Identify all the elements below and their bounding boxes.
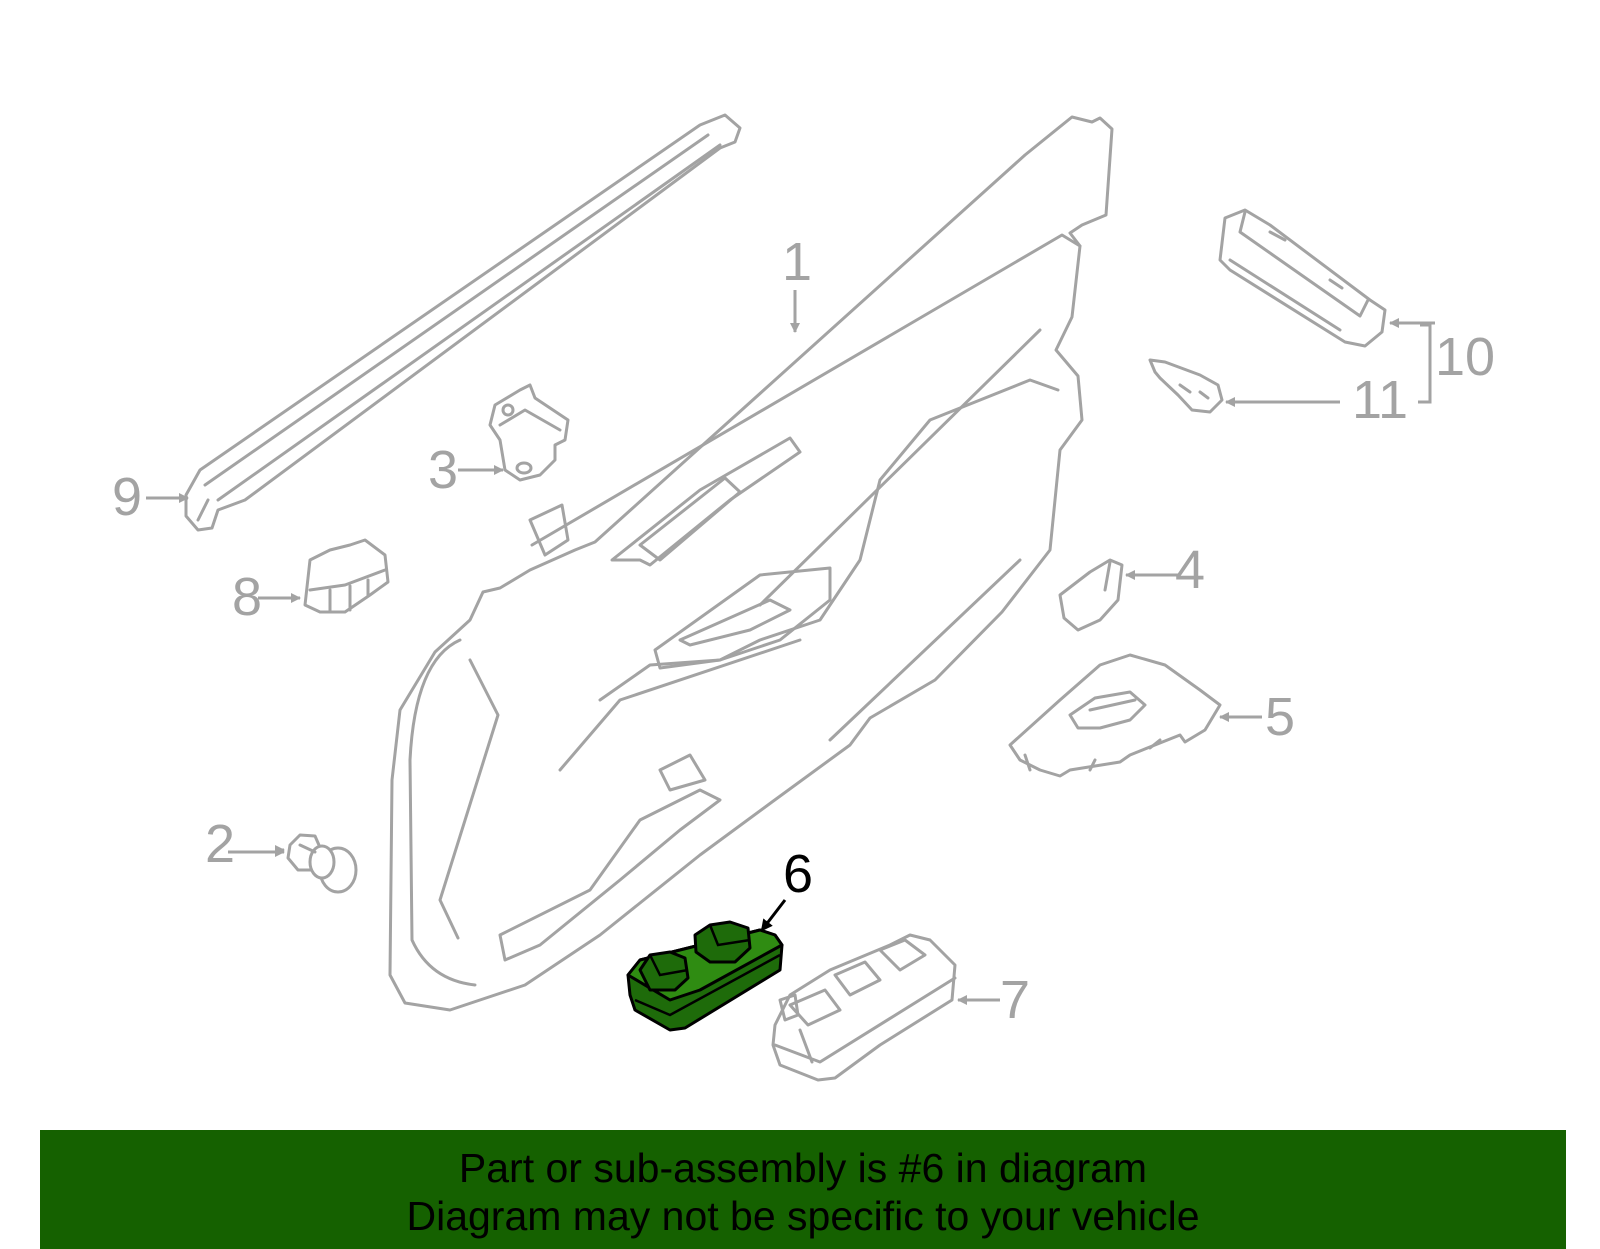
callout-4: 4 bbox=[1175, 540, 1205, 600]
footer-line-part-info: Part or sub-assembly is #6 in diagram bbox=[458, 1145, 1148, 1191]
part-8-clip[interactable] bbox=[303, 538, 390, 614]
part-10-lamp-housing[interactable] bbox=[1218, 208, 1387, 348]
footer-banner: Part or sub-assembly is #6 in diagram Di… bbox=[40, 1130, 1566, 1249]
callout-11: 11 bbox=[1352, 370, 1408, 430]
callout-9: 9 bbox=[112, 467, 142, 527]
callout-5: 5 bbox=[1265, 687, 1295, 747]
part-5-switch-bezel[interactable] bbox=[1008, 653, 1222, 778]
part-4-cover[interactable] bbox=[1058, 558, 1124, 632]
part-9-belt-molding[interactable] bbox=[184, 113, 742, 532]
part-11-bulb[interactable] bbox=[1148, 358, 1224, 414]
part-2-push-clip[interactable] bbox=[286, 833, 358, 894]
part-3-bracket[interactable] bbox=[488, 383, 570, 482]
footer-line-disclaimer: Diagram may not be specific to your vehi… bbox=[406, 1193, 1200, 1239]
part-7-window-switch[interactable] bbox=[771, 933, 957, 1082]
leader-lines bbox=[146, 290, 1435, 1005]
callout-2: 2 bbox=[205, 814, 235, 874]
part-1-door-trim-panel[interactable] bbox=[388, 115, 1114, 1012]
callout-10: 10 bbox=[1435, 327, 1495, 387]
callout-7: 7 bbox=[1000, 970, 1030, 1030]
callout-6: 6 bbox=[783, 844, 813, 904]
callout-3: 3 bbox=[428, 440, 458, 500]
part-6-window-switch-highlighted[interactable] bbox=[626, 920, 784, 1032]
callout-1: 1 bbox=[782, 232, 812, 292]
callout-8: 8 bbox=[232, 567, 262, 627]
